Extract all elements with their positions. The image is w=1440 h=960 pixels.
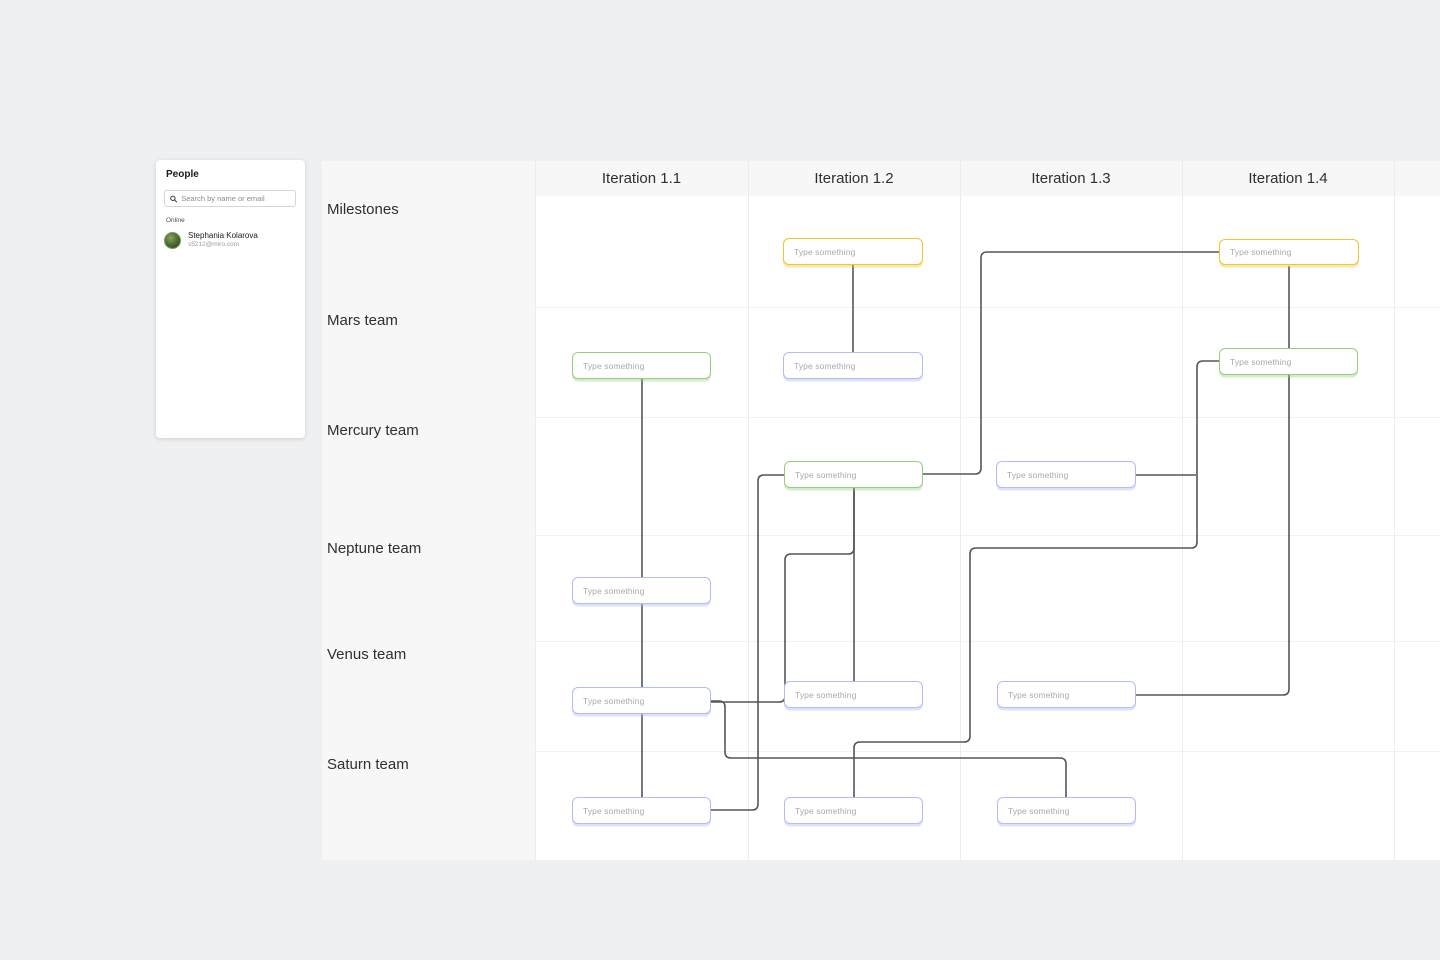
row-label-venus-team[interactable]: Venus team [327,646,407,663]
people-panel: People Online Stephania Kolarova s5212@m… [156,160,305,438]
people-search-box[interactable] [164,190,296,207]
card-milestones-it2[interactable]: Type something [783,238,923,265]
card-mars-it1[interactable]: Type something [572,352,711,379]
card-placeholder-text: Type something [794,360,856,371]
row-label-mercury-team[interactable]: Mercury team [327,422,419,439]
connector-mars-it4--saturn-it2[interactable] [853,360,1219,797]
card-placeholder-text: Type something [1007,469,1069,480]
card-saturn-it3[interactable]: Type something [997,797,1136,824]
board-cells-area[interactable] [535,196,1440,860]
card-neptune-it1[interactable]: Type something [572,577,711,604]
connector-mercury-it2--saturn-it1[interactable] [711,474,784,811]
connector-mercury-it2--venus-it1[interactable] [711,488,855,703]
card-venus-it1[interactable]: Type something [572,687,711,714]
row-label-saturn-team[interactable]: Saturn team [327,756,409,773]
search-icon [170,195,178,202]
card-mars-it2[interactable]: Type something [783,352,923,379]
card-placeholder-text: Type something [1008,689,1070,700]
card-placeholder-text: Type something [795,689,857,700]
column-header-iteration-1-4[interactable]: Iteration 1.4 [1248,170,1328,187]
grid-column-line [535,161,536,860]
people-panel-title: People [166,169,199,180]
card-placeholder-text: Type something [795,805,857,816]
user-name: Stephania Kolarova [188,231,258,240]
avatar [164,231,181,249]
card-placeholder-text: Type something [1008,805,1070,816]
user-email: s5212@miro.com [188,241,240,248]
online-section-label: Online [166,217,185,224]
column-header-iteration-1-3[interactable]: Iteration 1.3 [1031,170,1111,187]
card-placeholder-text: Type something [1230,247,1292,257]
card-placeholder-text: Type something [1230,356,1292,367]
card-placeholder-text: Type something [583,585,645,596]
grid-row-line [535,751,1440,752]
user-list-item[interactable]: Stephania Kolarova s5212@miro.com [164,228,297,252]
grid-row-line [535,535,1440,536]
card-mercury-it3[interactable]: Type something [996,461,1136,488]
card-placeholder-text: Type something [583,805,645,816]
card-milestones-it4[interactable]: Type something [1219,239,1359,265]
grid-row-line [535,417,1440,418]
grid-column-line [960,161,961,860]
column-header-iteration-1-1[interactable]: Iteration 1.1 [601,170,682,187]
iteration-header-band [322,161,1440,196]
connector-venus-it1--saturn-it3[interactable] [711,700,1067,797]
row-label-mars-team[interactable]: Mars team [327,312,398,329]
grid-column-line [1182,161,1183,860]
grid-row-line [535,641,1440,642]
card-mercury-it2[interactable]: Type something [784,461,923,488]
row-label-milestones[interactable]: Milestones [327,201,399,218]
grid-column-line [1394,161,1395,860]
row-label-column [322,196,535,860]
connector-mercury-it2--milestones-it4[interactable] [923,251,1219,475]
card-saturn-it2[interactable]: Type something [784,797,923,824]
card-placeholder-text: Type something [583,695,645,706]
connector-mars-it4--venus-it3[interactable] [1136,375,1290,696]
grid-row-line [535,307,1440,308]
column-header-iteration-1-2[interactable]: Iteration 1.2 [814,170,894,187]
row-label-neptune-team[interactable]: Neptune team [327,540,422,557]
card-saturn-it1[interactable]: Type something [572,797,711,824]
card-mars-it4[interactable]: Type something [1219,348,1358,375]
card-placeholder-text: Type something [794,246,856,257]
card-placeholder-text: Type something [795,469,857,480]
grid-column-line [748,161,749,860]
people-search-input[interactable] [181,194,290,203]
card-venus-it3[interactable]: Type something [997,681,1136,708]
card-placeholder-text: Type something [583,360,645,371]
card-venus-it2[interactable]: Type something [784,681,923,708]
